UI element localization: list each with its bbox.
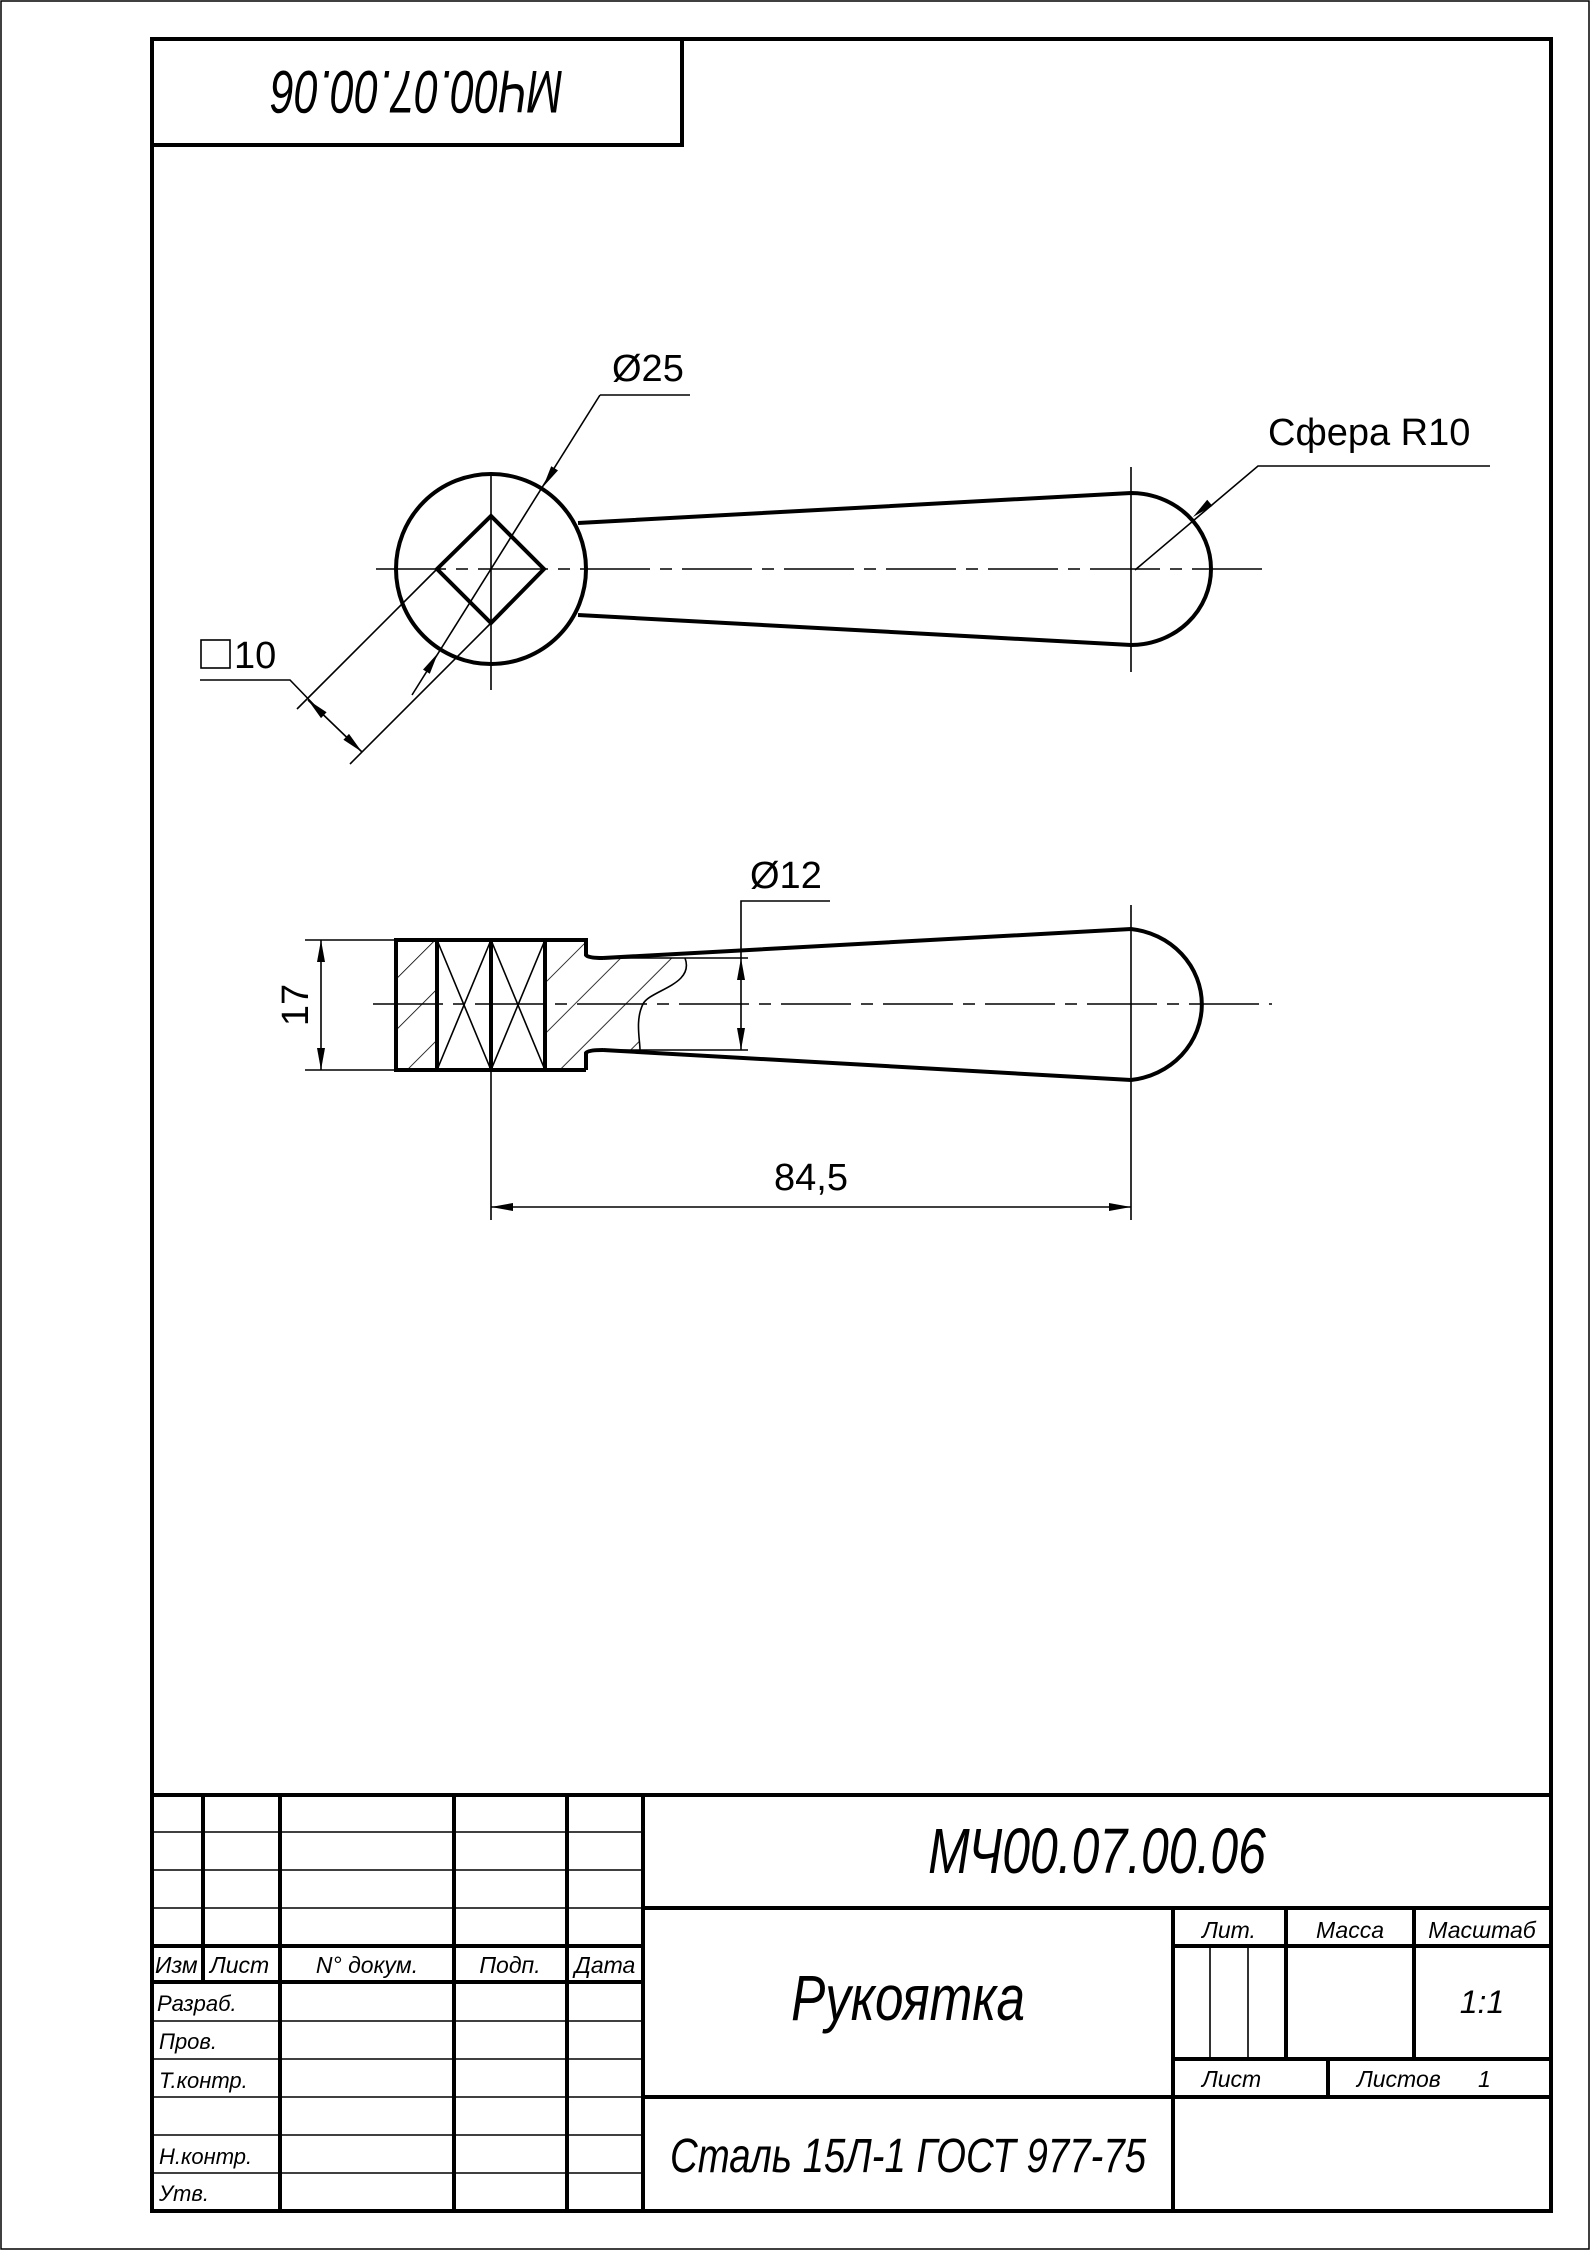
rotated-designation: МЧ00.07.00.06 xyxy=(270,57,563,124)
scale-label: Масштаб xyxy=(1428,1917,1536,1943)
header-doc: N° докум. xyxy=(316,1952,418,1978)
part-name: Рукоятка xyxy=(791,1964,1025,2035)
material: Сталь 15Л-1 ГОСТ 977-75 xyxy=(670,2130,1147,2183)
lit-label: Лит. xyxy=(1200,1917,1256,1943)
sheets-value: 1 xyxy=(1478,2066,1491,2092)
square-symbol-icon xyxy=(200,639,231,669)
dimension-length: 84,5 xyxy=(491,1157,1131,1211)
length-label: 84,5 xyxy=(774,1157,848,1199)
diameter-12-label: Ø12 xyxy=(750,855,822,897)
header-list: Лист xyxy=(208,1952,269,1978)
square-10-label: 10 xyxy=(234,635,276,677)
role-checker: Пров. xyxy=(159,2029,217,2054)
role-tech-control: Т.контр. xyxy=(159,2068,248,2093)
top-view: Ø25 10 Сфера R10 xyxy=(200,348,1490,765)
dimension-square-10: 10 xyxy=(200,568,492,765)
drawing-frame xyxy=(150,37,1553,2213)
sheets-label: Листов xyxy=(1355,2066,1441,2092)
side-view: 17 Ø12 84,5 xyxy=(275,855,1272,1220)
header-date: Дата xyxy=(572,1952,636,1978)
hatch-right xyxy=(545,940,687,1070)
sheet-label: Лист xyxy=(1200,2066,1261,2092)
scale-value: 1:1 xyxy=(1460,1984,1504,2020)
header-sign: Подп. xyxy=(479,1952,540,1978)
designation: МЧ00.07.00.06 xyxy=(928,1816,1266,1887)
rotated-stamp: МЧ00.07.00.06 xyxy=(150,37,684,147)
handle-outline xyxy=(577,490,1213,648)
title-block: Изм Лист N° докум. Подп. Дата Разраб. Пр… xyxy=(152,1793,1551,2211)
dimension-diameter-12: Ø12 xyxy=(737,855,830,1050)
header-izm: Изм xyxy=(155,1952,198,1978)
role-developer: Разраб. xyxy=(157,1991,237,2016)
dimension-diameter-25: Ø25 xyxy=(411,348,690,696)
role-approved: Утв. xyxy=(158,2181,209,2206)
height-17-label: 17 xyxy=(275,984,317,1026)
mass-label: Масса xyxy=(1316,1917,1384,1943)
dimension-height-17: 17 xyxy=(275,939,396,1071)
break-line xyxy=(637,957,688,1051)
role-norm-control: Н.контр. xyxy=(159,2144,252,2169)
diameter-25-label: Ø25 xyxy=(612,348,684,390)
dimension-sphere-r10: Сфера R10 xyxy=(1134,412,1490,571)
side-handle-outline xyxy=(602,926,1204,1083)
sphere-label: Сфера R10 xyxy=(1268,412,1470,454)
hatch-left xyxy=(396,940,437,1070)
square-hole xyxy=(434,513,547,626)
hub-circle xyxy=(394,472,588,666)
